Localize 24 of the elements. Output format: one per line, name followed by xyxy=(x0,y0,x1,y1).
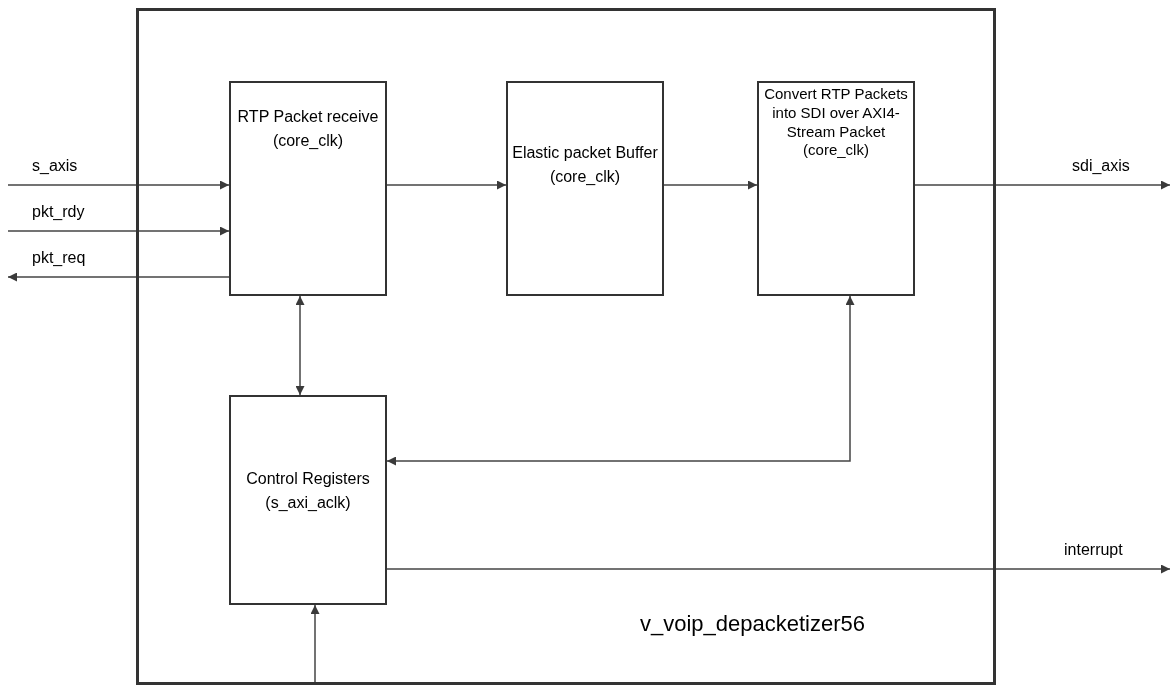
signal-label: interrupt xyxy=(1062,542,1125,558)
block-box xyxy=(229,395,387,605)
block-box xyxy=(229,81,387,296)
arrow xyxy=(386,180,507,190)
signal-label: sdi_axis xyxy=(1070,158,1132,174)
block-label: RTP Packet receive (core_clk) xyxy=(236,107,380,151)
arrow xyxy=(386,295,855,466)
block-box xyxy=(506,81,664,296)
signal-label: pkt_req xyxy=(30,250,88,266)
arrow xyxy=(663,180,758,190)
block-label: Convert RTP Packets into SDI over AXI4-Stream Packet (core_clk) xyxy=(763,85,909,160)
arrow xyxy=(295,295,305,396)
signal-label: pkt_rdy xyxy=(30,204,87,220)
module-name: v_voip_depacketizer56 xyxy=(639,610,865,638)
module-frame xyxy=(136,8,996,685)
arrow xyxy=(7,272,230,282)
arrow xyxy=(386,564,1171,574)
arrow xyxy=(7,226,230,236)
signal-label: s_axis xyxy=(30,158,80,174)
block-box xyxy=(757,81,915,296)
arrow xyxy=(7,180,230,190)
block-label: Control Registers (s_axi_aclk) xyxy=(245,469,371,513)
block-label: Elastic packet Buffer (core_clk) xyxy=(511,143,659,187)
arrow xyxy=(914,180,1171,190)
